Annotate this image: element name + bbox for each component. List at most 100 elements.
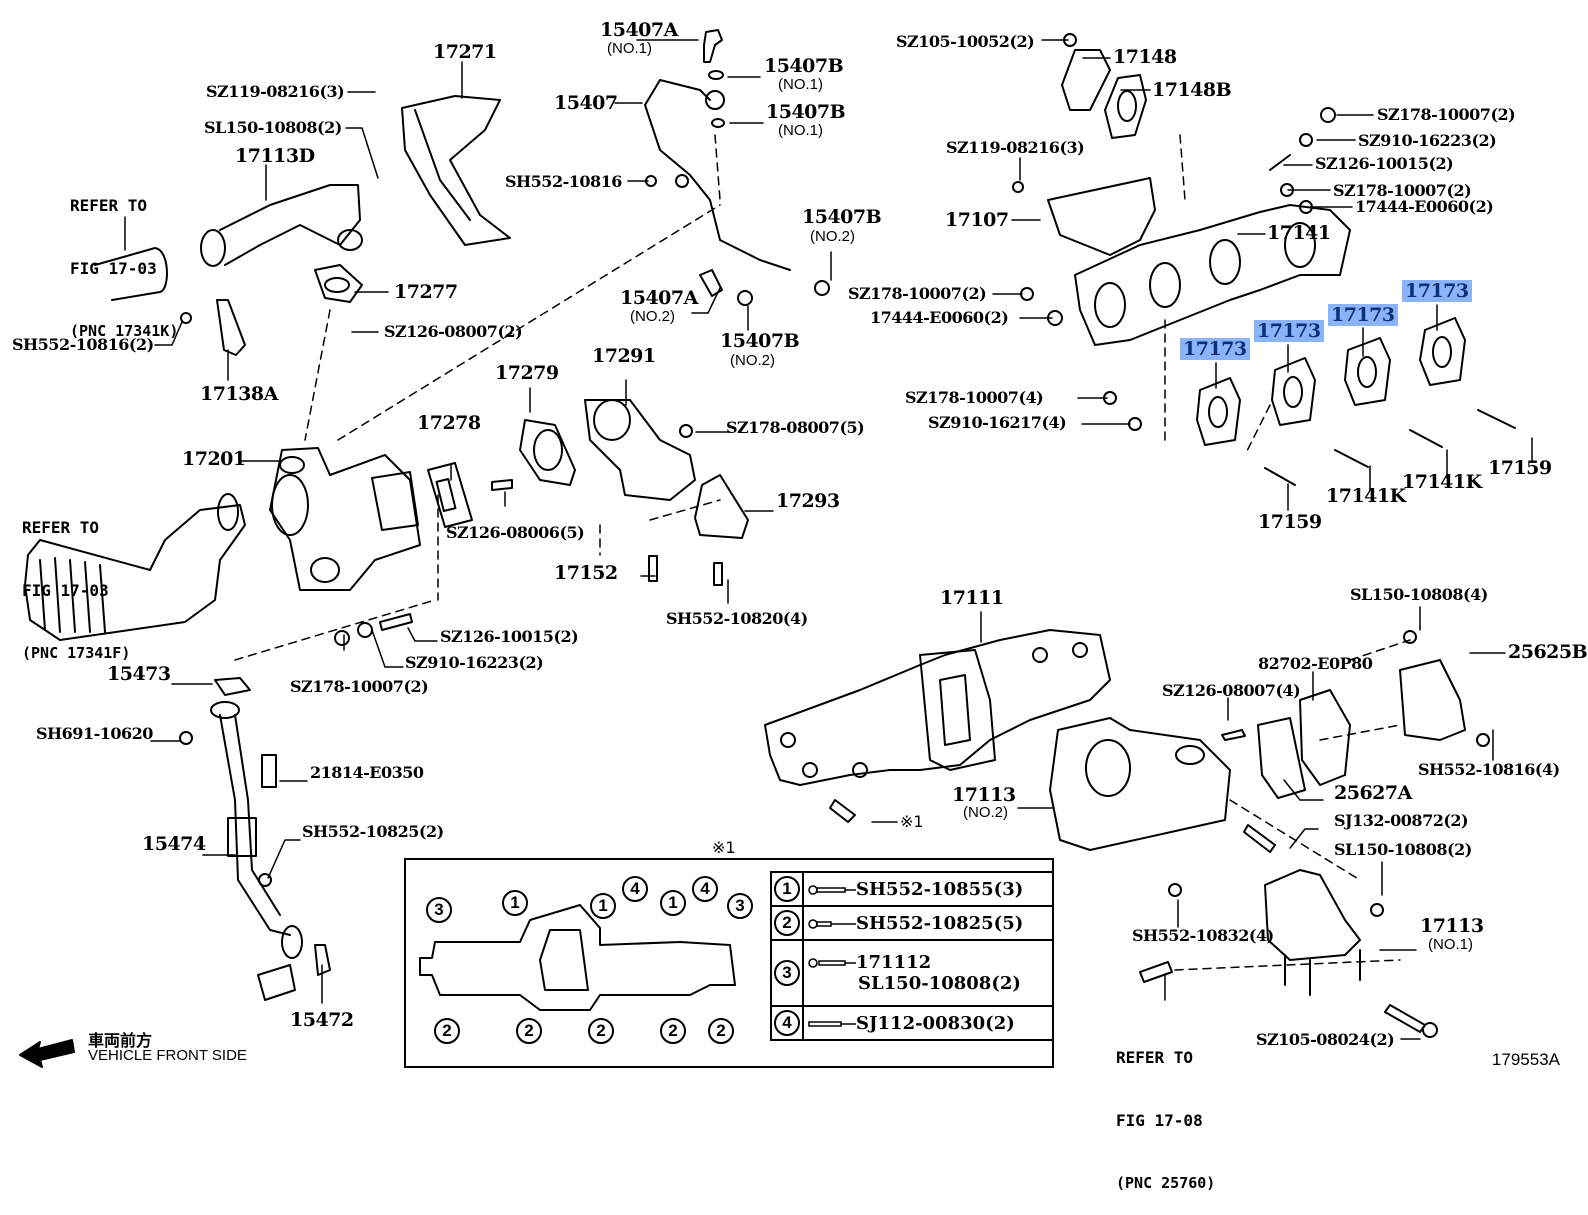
label-sh552-10820[interactable]: SH552-10820(4) bbox=[666, 609, 808, 628]
label-17107[interactable]: 17107 bbox=[945, 209, 1009, 231]
label-17141[interactable]: 17141 bbox=[1267, 222, 1331, 244]
legend-part[interactable]: SH552-10855(3) bbox=[856, 878, 1024, 900]
inset-callout: 3 bbox=[727, 893, 753, 919]
refer-note-17341f[interactable]: REFER TO FIG 17-03 (PNC 17341F) bbox=[22, 475, 130, 685]
label-17444-e0060-a[interactable]: 17444-E0060(2) bbox=[1355, 197, 1494, 216]
label-star-ref: ※1 bbox=[900, 812, 924, 831]
label-17111[interactable]: 17111 bbox=[940, 587, 1004, 609]
label-17152[interactable]: 17152 bbox=[554, 562, 618, 584]
label-15407[interactable]: 15407 bbox=[554, 92, 618, 114]
label-sl150-10808-2b[interactable]: SL150-10808(2) bbox=[1334, 840, 1472, 859]
label-sz119-08216-a[interactable]: SZ119-08216(3) bbox=[206, 82, 345, 101]
label-sz105-10052[interactable]: SZ105-10052(2) bbox=[896, 32, 1035, 51]
label-17173-2[interactable]: 17173 bbox=[1254, 320, 1324, 342]
turbo-fasteners bbox=[334, 613, 413, 646]
legend-row: 1 SH552-10855(3) bbox=[770, 871, 1054, 907]
legend-part[interactable]: 171112 bbox=[856, 952, 932, 973]
legend-part[interactable]: SH552-10825(5) bbox=[856, 912, 1024, 934]
label-sz178-10007-d[interactable]: SZ178-10007(4) bbox=[905, 388, 1044, 407]
inset-box bbox=[404, 858, 1054, 1068]
leader-lines bbox=[124, 39, 1533, 1040]
sub-15407b-no2-a: (NO.2) bbox=[810, 228, 855, 245]
label-17141k-a[interactable]: 17141K bbox=[1326, 485, 1406, 507]
oil-pipe-15407 bbox=[644, 29, 830, 306]
label-17291[interactable]: 17291 bbox=[592, 345, 656, 367]
label-sz178-10007-a[interactable]: SZ178-10007(2) bbox=[1377, 105, 1516, 124]
label-sz126-08006[interactable]: SZ126-08006(5) bbox=[446, 523, 585, 542]
label-15473[interactable]: 15473 bbox=[107, 663, 171, 685]
exhaust-gaskets-17173 bbox=[1196, 317, 1516, 486]
label-sl150-10808-4[interactable]: SL150-10808(4) bbox=[1350, 585, 1488, 604]
refer-note-25760[interactable]: REFER TO FIG 17-08 (PNC 25760) bbox=[1116, 1005, 1215, 1215]
inset-callout: 2 bbox=[588, 1018, 614, 1044]
oil-return-pipe-15474 bbox=[179, 677, 331, 1001]
label-sh691-10620[interactable]: SH691-10620 bbox=[36, 724, 153, 743]
label-sz178-08007[interactable]: SZ178-08007(5) bbox=[726, 418, 865, 437]
label-17113d[interactable]: 17113D bbox=[235, 145, 315, 167]
label-sl150-10808-a[interactable]: SL150-10808(2) bbox=[204, 118, 342, 137]
label-15407b-no1-a[interactable]: 15407B bbox=[764, 55, 844, 77]
label-15407b-no2-b[interactable]: 15407B bbox=[720, 330, 800, 352]
label-17148b[interactable]: 17148B bbox=[1152, 79, 1232, 101]
label-17271[interactable]: 17271 bbox=[433, 41, 497, 63]
label-82702-e0p80[interactable]: 82702-E0P80 bbox=[1258, 654, 1373, 673]
label-21814-e0350[interactable]: 21814-E0350 bbox=[310, 763, 424, 782]
label-17141k-b[interactable]: 17141K bbox=[1402, 471, 1482, 493]
label-17293[interactable]: 17293 bbox=[776, 490, 840, 512]
diagram-id: 179553A bbox=[1491, 1050, 1560, 1069]
inset-manifold-drawing bbox=[419, 904, 736, 1011]
label-sz178-10007-b[interactable]: SZ178-10007(2) bbox=[1333, 181, 1472, 200]
label-17113-no1[interactable]: 17113 bbox=[1420, 915, 1484, 937]
label-sh552-10825[interactable]: SH552-10825(2) bbox=[302, 822, 444, 841]
label-sj132-00872[interactable]: SJ132-00872(2) bbox=[1334, 811, 1469, 830]
label-sz126-08007-b[interactable]: SZ126-08007(4) bbox=[1162, 681, 1301, 700]
label-17173-1[interactable]: 17173 bbox=[1180, 338, 1250, 360]
label-sh552-10832[interactable]: SH552-10832(4) bbox=[1132, 926, 1274, 945]
label-sz910-16223-b[interactable]: SZ910-16223(2) bbox=[405, 653, 544, 672]
label-25625b[interactable]: 25625B bbox=[1508, 641, 1588, 663]
label-sz910-16223-a[interactable]: SZ910-16223(2) bbox=[1358, 131, 1497, 150]
label-17173-4[interactable]: 17173 bbox=[1402, 280, 1472, 302]
refer-line-1: REFER TO bbox=[1116, 1048, 1194, 1067]
turbocharger-17201 bbox=[269, 447, 421, 591]
label-15407a-no1[interactable]: 15407A bbox=[600, 19, 678, 41]
label-17113-no2[interactable]: 17113 bbox=[952, 784, 1016, 806]
label-17444-e0060-b[interactable]: 17444-E0060(2) bbox=[870, 308, 1009, 327]
label-15407b-no2-a[interactable]: 15407B bbox=[802, 206, 882, 228]
label-15474[interactable]: 15474 bbox=[142, 833, 206, 855]
refer-note-17341k[interactable]: REFER TO FIG 17-03 (PNC 17341K) bbox=[70, 153, 178, 363]
refer-line-1: REFER TO bbox=[22, 518, 100, 537]
label-sz119-08216-b[interactable]: SZ119-08216(3) bbox=[946, 138, 1085, 157]
legend-part-2[interactable]: SL150-10808(2) bbox=[858, 973, 1021, 994]
label-sz178-10007-e[interactable]: SZ178-10007(2) bbox=[290, 677, 429, 696]
exhaust-manifold-17141 bbox=[1020, 107, 1351, 431]
label-17159-a[interactable]: 17159 bbox=[1258, 511, 1322, 533]
hose-ref-17341f bbox=[24, 493, 246, 641]
label-17277[interactable]: 17277 bbox=[394, 281, 458, 303]
label-sh552-10816[interactable]: SH552-10816 bbox=[505, 172, 622, 191]
label-25627a[interactable]: 25627A bbox=[1334, 782, 1412, 804]
label-17138a[interactable]: 17138A bbox=[200, 383, 278, 405]
legend-row: 2 SH552-10825(5) bbox=[770, 905, 1054, 941]
label-17278[interactable]: 17278 bbox=[417, 412, 481, 434]
label-sz910-16217[interactable]: SZ910-16217(4) bbox=[928, 413, 1067, 432]
label-15407a-no2[interactable]: 15407A bbox=[620, 287, 698, 309]
label-sz178-10007-c[interactable]: SZ178-10007(2) bbox=[848, 284, 987, 303]
label-sh552-10816-4[interactable]: SH552-10816(4) bbox=[1418, 760, 1560, 779]
label-17279[interactable]: 17279 bbox=[495, 362, 559, 384]
legend-part[interactable]: SJ112-00830(2) bbox=[856, 1012, 1015, 1034]
label-sh552-10816-a[interactable]: SH552-10816(2) bbox=[12, 335, 154, 354]
label-sz105-08024[interactable]: SZ105-08024(2) bbox=[1256, 1030, 1395, 1049]
label-17159-b[interactable]: 17159 bbox=[1488, 457, 1552, 479]
label-sz126-10015-b[interactable]: SZ126-10015(2) bbox=[440, 627, 579, 646]
label-17201[interactable]: 17201 bbox=[182, 448, 246, 470]
label-15472[interactable]: 15472 bbox=[290, 1009, 354, 1031]
label-15407b-no1-b[interactable]: 15407B bbox=[766, 101, 846, 123]
label-17173-3[interactable]: 17173 bbox=[1328, 304, 1398, 326]
fastener-legend-table: 1 SH552-10855(3) 2 SH552-10825(5) 3 1711… bbox=[770, 871, 1054, 1041]
label-17148[interactable]: 17148 bbox=[1113, 46, 1177, 68]
label-sz126-10015-a[interactable]: SZ126-10015(2) bbox=[1315, 154, 1454, 173]
bracket-17138a bbox=[180, 299, 246, 356]
label-sz126-08007-a[interactable]: SZ126-08007(2) bbox=[384, 322, 523, 341]
